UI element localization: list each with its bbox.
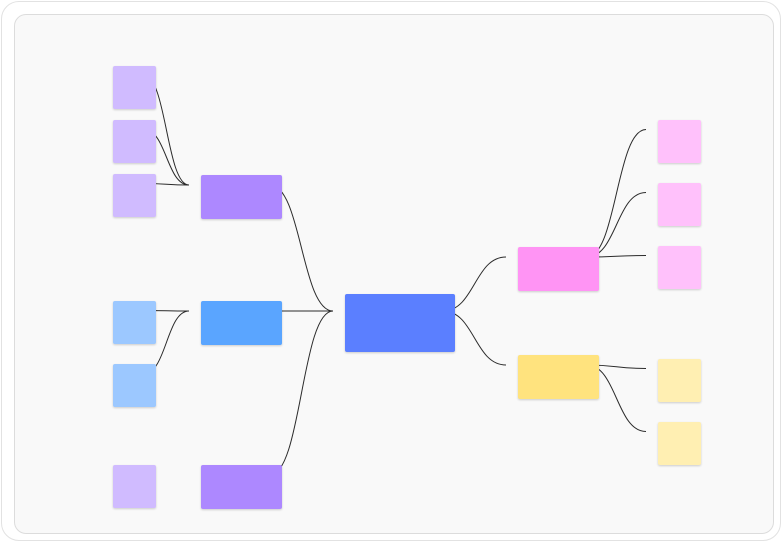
branch-node-right-2[interactable] (518, 355, 599, 399)
branch-node-left-2[interactable] (201, 301, 282, 345)
root-node[interactable] (345, 294, 455, 352)
leaf-node[interactable] (658, 246, 701, 289)
leaf-node[interactable] (113, 66, 156, 109)
leaf-node[interactable] (658, 120, 701, 163)
leaf-node[interactable] (113, 364, 156, 407)
leaf-node[interactable] (658, 359, 701, 402)
leaf-node[interactable] (113, 120, 156, 163)
leaf-node[interactable] (113, 301, 156, 344)
branch-node-left-3[interactable] (201, 465, 282, 509)
branch-node-left-1[interactable] (201, 175, 282, 219)
leaf-node[interactable] (658, 422, 701, 465)
mind-map-canvas (14, 14, 774, 534)
leaf-node[interactable] (113, 465, 156, 508)
leaf-node[interactable] (113, 174, 156, 217)
branch-node-right-1[interactable] (518, 247, 599, 291)
leaf-node[interactable] (658, 183, 701, 226)
connector-line (586, 129, 647, 258)
